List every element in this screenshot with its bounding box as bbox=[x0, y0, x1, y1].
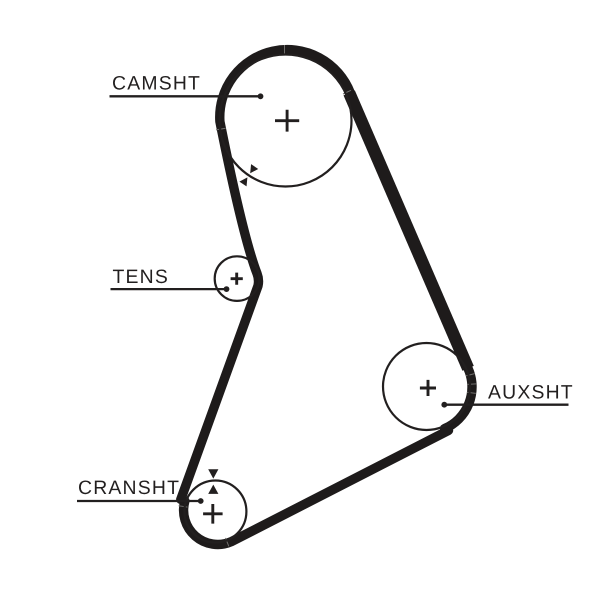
svg-text:AUXSHT: AUXSHT bbox=[488, 381, 574, 403]
svg-text:CRANSHT: CRANSHT bbox=[78, 477, 180, 499]
svg-text:TENS: TENS bbox=[113, 266, 170, 288]
svg-text:CAMSHT: CAMSHT bbox=[112, 73, 201, 95]
